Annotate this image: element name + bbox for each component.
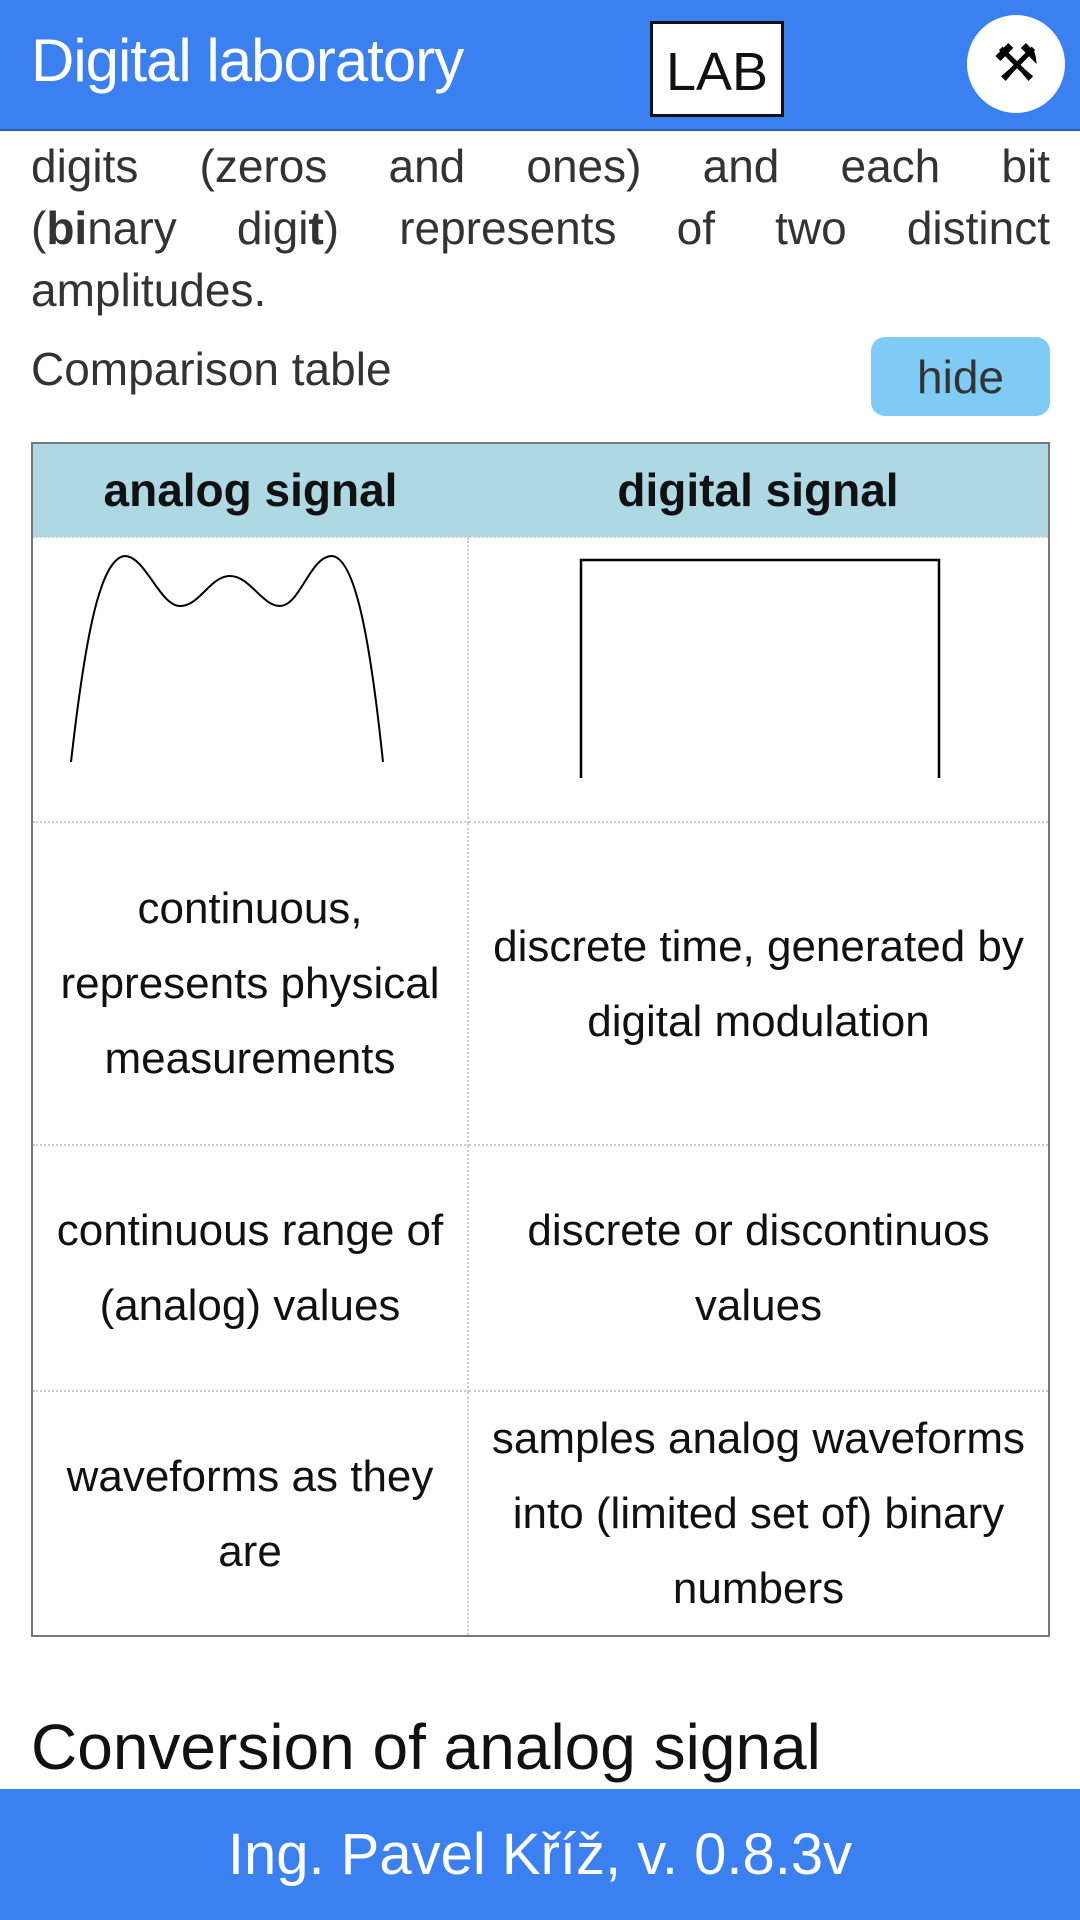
intro-line: digits (zeros and ones) and each bit [31, 140, 1050, 192]
header-analog: analog signal [32, 443, 468, 538]
table-cell: waveforms as they are [31, 1390, 469, 1637]
table-cell: continuous range of (analog) values [31, 1144, 469, 1392]
table-cell: discrete or discontinuos values [467, 1144, 1050, 1392]
table-cell: discrete time, generated by digital modu… [467, 821, 1050, 1146]
text: nary digi [87, 202, 309, 254]
table-cell: continuous, represents physical measurem… [31, 821, 469, 1146]
bold-text: bi [46, 202, 88, 254]
text: ( [31, 202, 47, 254]
tools-icon: ⚒ [992, 35, 1040, 93]
table-row: continuous, represents physical measurem… [31, 821, 1050, 1146]
table-row: continuous range of (analog) values disc… [31, 1144, 1050, 1392]
comparison-label: Comparison table [31, 343, 392, 395]
app-header: Digital laboratory LAB ⚒ [0, 0, 1080, 131]
analog-wave-image [70, 554, 384, 763]
lab-logo[interactable]: LAB [650, 21, 784, 117]
comparison-table: analog signal digital signal continuous,… [31, 442, 1050, 1637]
hide-button[interactable]: hide [871, 337, 1050, 416]
analog-image-cell [31, 536, 469, 823]
section-title: Conversion of analog signal [31, 1711, 821, 1783]
digital-image-cell [467, 536, 1050, 823]
table-row [31, 536, 1050, 823]
intro-line: (binary digit) represents of two distinc… [31, 197, 1050, 259]
text: ) represents of two distinct [323, 202, 1050, 254]
table-cell: samples analog waveforms into (limited s… [467, 1390, 1050, 1637]
digital-wave-image [579, 558, 940, 778]
bold-text: t [308, 202, 324, 254]
intro-line: amplitudes. [31, 264, 267, 316]
table-header-row: analog signal digital signal [32, 443, 1049, 538]
settings-button[interactable]: ⚒ [967, 15, 1065, 113]
app-title: Digital laboratory [31, 27, 464, 94]
table-row: waveforms as they are samples analog wav… [31, 1390, 1050, 1637]
footer: Ing. Pavel Kříž, v. 0.8.3v [0, 1789, 1080, 1920]
header-digital: digital signal [468, 443, 1049, 538]
